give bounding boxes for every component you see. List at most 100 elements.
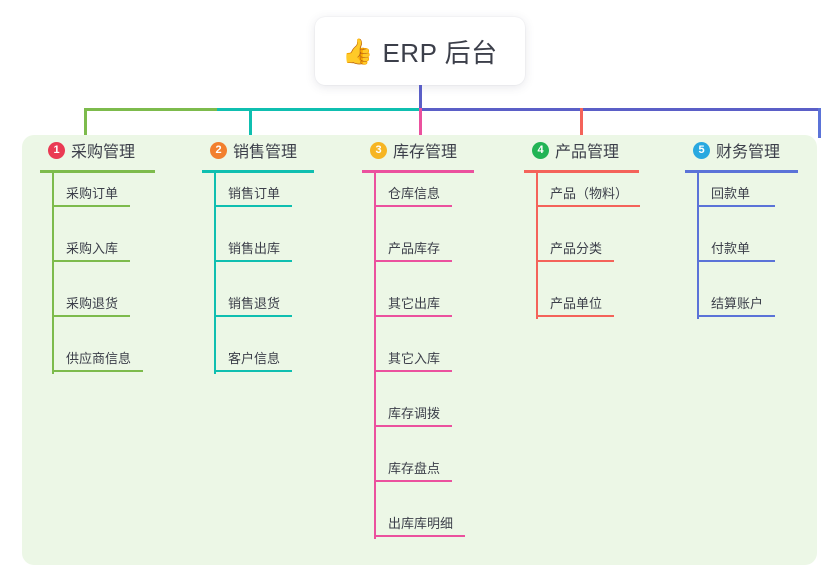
module-item-rule <box>697 315 775 317</box>
module-header-产品管理[interactable]: 4 产品管理 <box>524 135 619 165</box>
module-column-5: 5 财务管理回款单付款单结算账户 <box>685 135 798 319</box>
module-item-label: 回款单 <box>711 186 751 201</box>
module-number-badge: 1 <box>48 141 65 159</box>
module-item-rule <box>374 425 452 427</box>
module-item-rule <box>374 535 465 537</box>
module-header-财务管理[interactable]: 5 财务管理 <box>685 135 780 165</box>
module-item-rule <box>52 315 130 317</box>
module-item-rule <box>52 205 130 207</box>
bus-drop-2 <box>249 108 252 138</box>
module-item-rule <box>52 260 130 262</box>
module-item-rule <box>374 315 452 317</box>
module-column-4: 4 产品管理产品（物料） 产品分类产品单位 <box>524 135 640 319</box>
module-item[interactable]: 客户信息 <box>214 346 292 372</box>
module-item-label: 产品单位 <box>550 296 603 311</box>
module-item-rule <box>536 205 640 207</box>
module-header-rule <box>524 170 639 173</box>
module-item-rule <box>214 205 292 207</box>
module-title: 产品管理 <box>555 144 620 161</box>
module-header-采购管理[interactable]: 1 采购管理 <box>40 135 135 165</box>
module-trunk-line <box>52 173 54 374</box>
module-item-label: 采购入库 <box>66 241 119 256</box>
module-item[interactable]: 采购退货 <box>52 291 130 317</box>
bus-drop-3 <box>419 108 422 138</box>
module-item[interactable]: 产品单位 <box>536 291 614 317</box>
module-item-label: 其它入库 <box>388 351 441 366</box>
module-item[interactable]: 结算账户 <box>697 291 775 317</box>
module-title: 销售管理 <box>233 144 298 161</box>
module-header-rule <box>685 170 798 173</box>
root-node-title: ERP 后台 <box>382 37 498 68</box>
module-item-label: 出库库明细 <box>388 516 454 531</box>
module-number-badge: 5 <box>693 141 710 159</box>
module-item[interactable]: 产品分类 <box>536 236 614 262</box>
module-item-rule <box>374 205 452 207</box>
bus-segment-3 <box>419 108 819 111</box>
module-item-rule <box>214 260 292 262</box>
module-item-label: 产品分类 <box>550 241 603 256</box>
module-item[interactable]: 回款单 <box>697 181 775 207</box>
module-item-label: 销售订单 <box>228 186 281 201</box>
module-item-label: 其它出库 <box>388 296 441 311</box>
module-item-rule <box>697 260 775 262</box>
module-number-badge: 3 <box>370 141 387 159</box>
module-item-rule <box>536 260 614 262</box>
module-item[interactable]: 供应商信息 <box>52 346 143 372</box>
module-item[interactable]: 其它出库 <box>374 291 452 317</box>
module-item-label: 产品（物料） <box>550 186 629 201</box>
module-title: 采购管理 <box>71 144 136 161</box>
module-header-rule <box>40 170 155 173</box>
module-item[interactable]: 付款单 <box>697 236 775 262</box>
module-trunk-line <box>214 173 216 374</box>
module-item-label: 仓库信息 <box>388 186 441 201</box>
module-item-label: 销售退货 <box>228 296 281 311</box>
module-item[interactable]: 销售退货 <box>214 291 292 317</box>
module-item[interactable]: 产品（物料） <box>536 181 640 207</box>
module-trunk-line <box>697 173 699 319</box>
root-connector-line <box>419 85 422 110</box>
module-item-label: 供应商信息 <box>66 351 132 366</box>
module-item[interactable]: 仓库信息 <box>374 181 452 207</box>
module-column-3: 3 库存管理仓库信息产品库存其它出库其它入库库存调拨库存盘点出库库明细 <box>362 135 474 539</box>
module-item[interactable]: 库存调拨 <box>374 401 452 427</box>
module-item[interactable]: 其它入库 <box>374 346 452 372</box>
module-item-rule <box>374 480 452 482</box>
module-header-库存管理[interactable]: 3 库存管理 <box>362 135 457 165</box>
module-header-rule <box>362 170 474 173</box>
module-item[interactable]: 库存盘点 <box>374 456 452 482</box>
module-number-badge: 4 <box>532 141 549 159</box>
module-item-rule <box>214 370 292 372</box>
module-item-rule <box>52 370 143 372</box>
module-trunk-line <box>536 173 538 319</box>
module-item-label: 库存盘点 <box>388 461 441 476</box>
bus-segment-2 <box>217 108 419 111</box>
module-item[interactable]: 销售出库 <box>214 236 292 262</box>
module-item[interactable]: 采购入库 <box>52 236 130 262</box>
module-item-label: 结算账户 <box>711 296 764 311</box>
module-title: 财务管理 <box>716 144 781 161</box>
module-item[interactable]: 出库库明细 <box>374 511 465 537</box>
module-item-label: 付款单 <box>711 241 751 256</box>
bus-drop-5 <box>818 108 821 138</box>
module-item-label: 客户信息 <box>228 351 281 366</box>
root-node[interactable]: 👍 ERP 后台 <box>315 17 525 85</box>
module-item[interactable]: 采购订单 <box>52 181 130 207</box>
module-item-rule <box>536 315 614 317</box>
module-item-rule <box>214 315 292 317</box>
module-item-rule <box>374 370 452 372</box>
bus-segment-1 <box>84 108 217 111</box>
module-item-label: 采购订单 <box>66 186 119 201</box>
module-title: 库存管理 <box>393 144 458 161</box>
bus-drop-4 <box>580 108 583 138</box>
module-item-label: 销售出库 <box>228 241 281 256</box>
module-item-label: 库存调拨 <box>388 406 441 421</box>
thumbs-up-icon: 👍 <box>342 37 374 66</box>
module-item[interactable]: 产品库存 <box>374 236 452 262</box>
module-header-rule <box>202 170 314 173</box>
bus-drop-1 <box>84 108 87 138</box>
module-item[interactable]: 销售订单 <box>214 181 292 207</box>
